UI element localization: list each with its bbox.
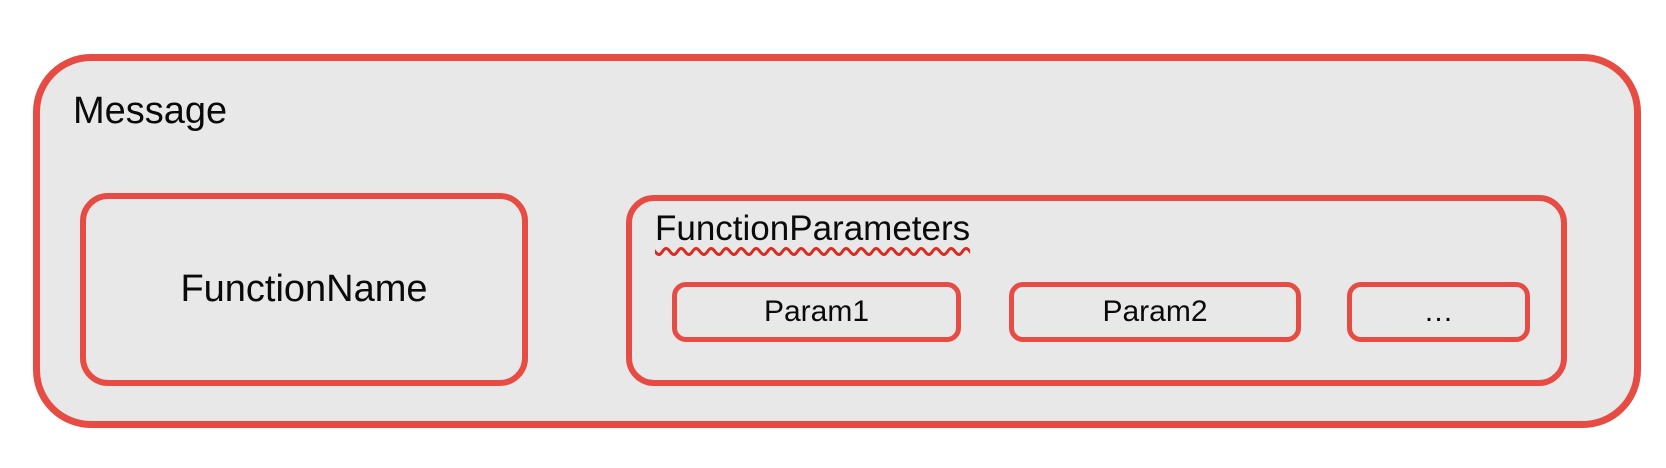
function-name-label: FunctionName	[180, 268, 428, 310]
message-box-label: Message	[73, 90, 228, 132]
param-ellipsis-box: …	[1347, 282, 1530, 342]
function-name-box: FunctionName	[80, 193, 528, 386]
param2-label: Param2	[1102, 295, 1208, 328]
function-parameters-box: FunctionParameters Param1 Param2 …	[626, 195, 1567, 386]
message-box: Message FunctionName FunctionParameters …	[33, 54, 1641, 428]
param-ellipsis-label: …	[1423, 295, 1454, 328]
function-parameters-label: FunctionParameters	[655, 209, 971, 248]
param1-box: Param1	[672, 282, 961, 342]
param1-label: Param1	[763, 295, 870, 328]
param2-box: Param2	[1009, 282, 1301, 342]
